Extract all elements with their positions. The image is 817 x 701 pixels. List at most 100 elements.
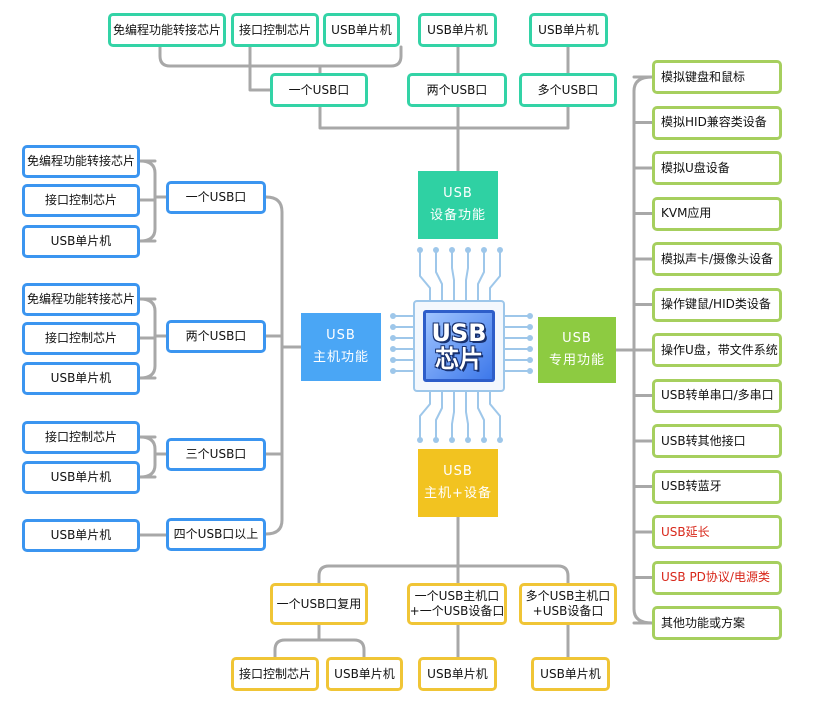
connector-line [264,195,284,536]
device-one-port: 一个USB口 [270,73,368,107]
host-two-ports-child: 免编程功能转接芯片 [22,283,140,316]
one-host-one-device-child: USB单片机 [418,657,497,691]
device-multi-ports-child: USB单片机 [529,13,608,47]
category-host-line2: 主机功能 [312,350,369,365]
chip-pin-dot [449,437,455,443]
special-item: 模拟HID兼容类设备 [652,105,782,140]
multi-host-line1: 多个USB主机口 [525,589,611,603]
chip-pin-dot [390,368,396,374]
chip-pin-dot [497,437,503,443]
host-one-port: 一个USB口 [166,181,266,214]
host-two-ports-child: 接口控制芯片 [22,322,140,355]
chip-pin-dot [390,335,396,341]
category-usb-device: USB 设备功能 [418,171,498,239]
chip-pin-dot [527,313,533,319]
connector-line [138,435,157,479]
chip-label-line2: 芯片 [435,345,483,373]
connector-line [318,105,570,130]
chip-pin-trace [477,249,485,301]
host-three-ports-child: USB单片机 [22,461,140,494]
chip-pin-dot [527,368,533,374]
special-item: KVM应用 [652,196,782,231]
category-host-line1: USB [326,327,356,343]
chip-pin-trace [489,391,501,441]
device-one-port-child: 免编程功能转接芯片 [108,13,226,47]
connector-line [248,45,272,92]
chip-pin-trace [419,391,431,441]
special-item: 模拟声卡/摄像头设备 [652,242,782,276]
category-usb-special: USB 专用功能 [538,317,616,383]
chip-pin-dot [390,324,396,330]
chip-pin-trace [419,249,431,301]
chip-pin-dot [433,437,439,443]
chip-pin-dot [527,346,533,352]
special-item: USB转蓝牙 [652,469,782,504]
special-item: 操作U盘，带文件系统 [652,333,782,367]
chip-label-line1: USB [431,318,487,347]
host-three-ports-child: 接口控制芯片 [22,421,140,454]
special-item: 模拟U盘设备 [652,151,782,185]
chip-pin-dot [449,247,455,253]
chip-die: USB 芯片 [423,310,495,382]
multi-host-child: USB单片机 [531,657,610,691]
connector-line [317,564,570,585]
chip-pin-trace [465,391,469,441]
host-four-plus-ports: 四个USB口以上 [166,518,266,551]
special-item: 其他功能或方案 [652,606,782,640]
chip-pin-dot [465,247,471,253]
host-device-reuse-child: 接口控制芯片 [231,657,319,691]
special-item: 操作键鼠/HID类设备 [652,287,782,322]
chip-pin-trace [477,391,485,441]
category-both-line1: USB [443,463,473,479]
host-three-ports: 三个USB口 [166,438,266,471]
chip-pin-dot [481,247,487,253]
chip-pin-dot [527,324,533,330]
chip-pin-trace [465,249,469,301]
connector-line [273,638,366,659]
chip-pin-dot [527,357,533,363]
category-usb-host-device: USB 主机+设备 [418,449,498,517]
chip-pin-trace [451,391,455,441]
chip-pin-dot [390,346,396,352]
chip-pin-dot [465,437,471,443]
device-one-port-child: USB单片机 [323,13,400,47]
chip-pin-dot [433,247,439,253]
chip-pin-dot [390,357,396,363]
chip-pin-trace [435,391,443,441]
multi-host-line2: +USB设备口 [532,604,604,618]
special-item: USB延长 [652,515,782,549]
one-host-one-device-line1: 一个USB主机口 [414,589,500,603]
host-four-plus-ports-child: USB单片机 [22,519,140,552]
chip-pin-dot [497,247,503,253]
category-usb-host: USB 主机功能 [301,313,381,381]
device-multi-ports: 多个USB口 [519,73,617,107]
chip-pin-dot [390,313,396,319]
chip-pin-dot [417,437,423,443]
chip-pin-trace [435,249,443,301]
host-device-reuse-child: USB单片机 [326,657,403,691]
host-device-reuse: 一个USB口复用 [270,583,368,625]
category-special-line2: 专用功能 [548,353,605,368]
device-two-ports-child: USB单片机 [418,13,497,47]
host-two-ports-child: USB单片机 [22,362,140,395]
host-device-one-host-one-device: 一个USB主机口 +一个USB设备口 [407,583,507,625]
host-device-multi-host: 多个USB主机口 +USB设备口 [519,583,617,625]
host-two-ports: 两个USB口 [166,320,266,353]
category-special-line1: USB [562,330,592,346]
chip-pin-trace [451,249,455,301]
chip-pin-dot [417,247,423,253]
chip-pin-trace [489,249,501,301]
device-one-port-child: 接口控制芯片 [231,13,319,47]
one-host-one-device-line2: +一个USB设备口 [409,604,505,618]
chip-pin-dot [481,437,487,443]
special-item: 模拟键盘和鼠标 [652,60,782,94]
category-both-line2: 主机+设备 [424,486,492,501]
category-device-line1: USB [443,185,473,201]
host-one-port-child: 免编程功能转接芯片 [22,145,140,178]
special-item: USB转单串口/多串口 [652,378,782,413]
connector-line [158,45,403,68]
special-item: USB转其他接口 [652,424,782,458]
host-one-port-child: USB单片机 [22,225,140,258]
